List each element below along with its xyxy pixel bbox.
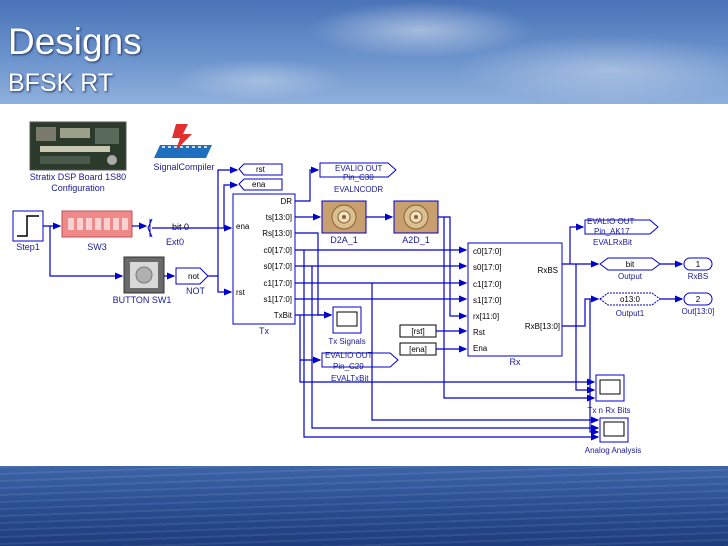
tx-signals-scope-icon[interactable]	[332, 306, 362, 334]
tx-in-rst: rst	[236, 288, 246, 297]
tx-out-txbit: TxBit	[274, 311, 293, 320]
evalrxbit-label: EVALRxBit	[593, 238, 633, 247]
a2d-block-icon[interactable]	[393, 200, 439, 234]
tx-rx-bits-scope-icon[interactable]	[595, 374, 625, 402]
tx-out-s0: s0[17:0]	[264, 262, 292, 271]
rx-in-rst: Rst	[473, 328, 486, 337]
ena-tag-text: ena	[252, 180, 266, 189]
not-tag: not	[188, 272, 200, 281]
not-gate-block[interactable]	[175, 267, 209, 285]
tx-out-c0: c0[17:0]	[264, 246, 292, 255]
tx-label: Tx	[259, 326, 269, 336]
rst-goto-tag[interactable]	[238, 163, 283, 176]
evaltxbit-label: EVALTxBit	[331, 374, 369, 383]
signal-compiler-label: SignalCompiler	[153, 162, 214, 172]
output1-tag: o13:0	[620, 295, 641, 304]
rx-in-s0: s0[17:0]	[473, 263, 501, 272]
analog-analysis-label: Analog Analysis	[585, 446, 641, 455]
tx-out-c1: c1[17:0]	[264, 279, 292, 288]
evalrxbit-l2: Pin_AK17	[594, 227, 630, 236]
outport-2-num: 2	[696, 295, 701, 304]
rx-in-c1: c1[17:0]	[473, 280, 501, 289]
rst-const-text: [rst]	[411, 327, 424, 336]
rx-out-bs: RxBS	[538, 266, 558, 275]
tx-rx-bits-label: Tx n Rx Bits	[587, 406, 630, 415]
stratix-label-2: Configuration	[51, 183, 105, 193]
rx-in-rx: rx[11:0]	[473, 312, 499, 321]
evalncodr-l2: Pin_C30	[343, 173, 374, 182]
output-tag: bit	[626, 260, 635, 269]
evalrxbit-l1: EVALIO OUT	[587, 217, 635, 226]
ext0-label: Ext0	[166, 237, 184, 247]
stratix-board-icon[interactable]	[29, 121, 127, 171]
d2a-label: D2A_1	[330, 235, 358, 245]
simulink-canvas: Stratix DSP Board 1S80 Configuration Sig…	[0, 104, 728, 466]
sw3-label: SW3	[87, 242, 107, 252]
evaltxbit-block[interactable]	[321, 352, 399, 368]
not-label: NOT	[186, 286, 206, 296]
rx-out-b: RxB[13:0]	[525, 322, 560, 331]
evaltxbit-l1: EVALIO OUT	[325, 351, 373, 360]
output1-label: Output1	[616, 309, 645, 318]
rx-block[interactable]	[467, 242, 563, 357]
signal-wires	[43, 166, 684, 441]
sky-background	[0, 0, 728, 104]
outport-2-label: Out[13:0]	[682, 307, 715, 316]
outport-1-label: RxBS	[688, 272, 708, 281]
rst-tag-text: rst	[256, 165, 266, 174]
step-block[interactable]	[12, 210, 44, 242]
rx-in-ena: Ena	[473, 344, 488, 353]
slide-title: Designs	[8, 21, 142, 62]
stratix-label-1: Stratix DSP Board 1S80	[30, 172, 126, 182]
button-label: BUTTON SW1	[113, 295, 172, 305]
rx-in-c0: c0[17:0]	[473, 247, 501, 256]
ext0-tag: bit 0	[172, 222, 189, 232]
d2a-block-icon[interactable]	[321, 200, 367, 234]
evalncodr-block[interactable]	[319, 162, 397, 178]
tx-in-ena: ena	[236, 222, 250, 231]
outport-1[interactable]	[683, 257, 713, 271]
evalncodr-label: EVALNCODR	[334, 185, 383, 194]
tx-out-s1: s1[17:0]	[264, 295, 292, 304]
block-diagram: Stratix DSP Board 1S80 Configuration Sig…	[12, 121, 715, 455]
sea-background	[0, 466, 728, 546]
tx-out-rs: Rs[13:0]	[262, 229, 292, 238]
outport-2[interactable]	[683, 292, 713, 306]
tx-out-dr: DR	[280, 197, 292, 206]
rx-label: Rx	[510, 357, 521, 367]
tx-out-ts: ts[13:0]	[266, 213, 292, 222]
ena-goto-tag[interactable]	[238, 178, 283, 191]
tx-signals-label: Tx Signals	[328, 337, 365, 346]
output-label: Output	[618, 272, 643, 281]
ena-const-text: [ena]	[409, 345, 427, 354]
step-label: Step1	[16, 242, 40, 252]
dip-switch-icon[interactable]	[61, 210, 133, 238]
rx-in-s1: s1[17:0]	[473, 296, 501, 305]
outport-1-num: 1	[696, 260, 701, 269]
evalncodr-l1: EVALIO OUT	[335, 164, 383, 173]
a2d-label: A2D_1	[402, 235, 430, 245]
evalrxbit-block[interactable]	[584, 219, 659, 235]
signal-compiler-icon[interactable]	[154, 124, 212, 158]
slide-subtitle: BFSK RT	[8, 69, 114, 97]
analog-analysis-scope-icon[interactable]	[599, 417, 629, 443]
ext0-block[interactable]	[147, 218, 153, 238]
evaltxbit-l2: Pin_C29	[333, 362, 364, 371]
push-button-icon[interactable]	[123, 256, 165, 294]
tx-block[interactable]	[232, 193, 296, 325]
